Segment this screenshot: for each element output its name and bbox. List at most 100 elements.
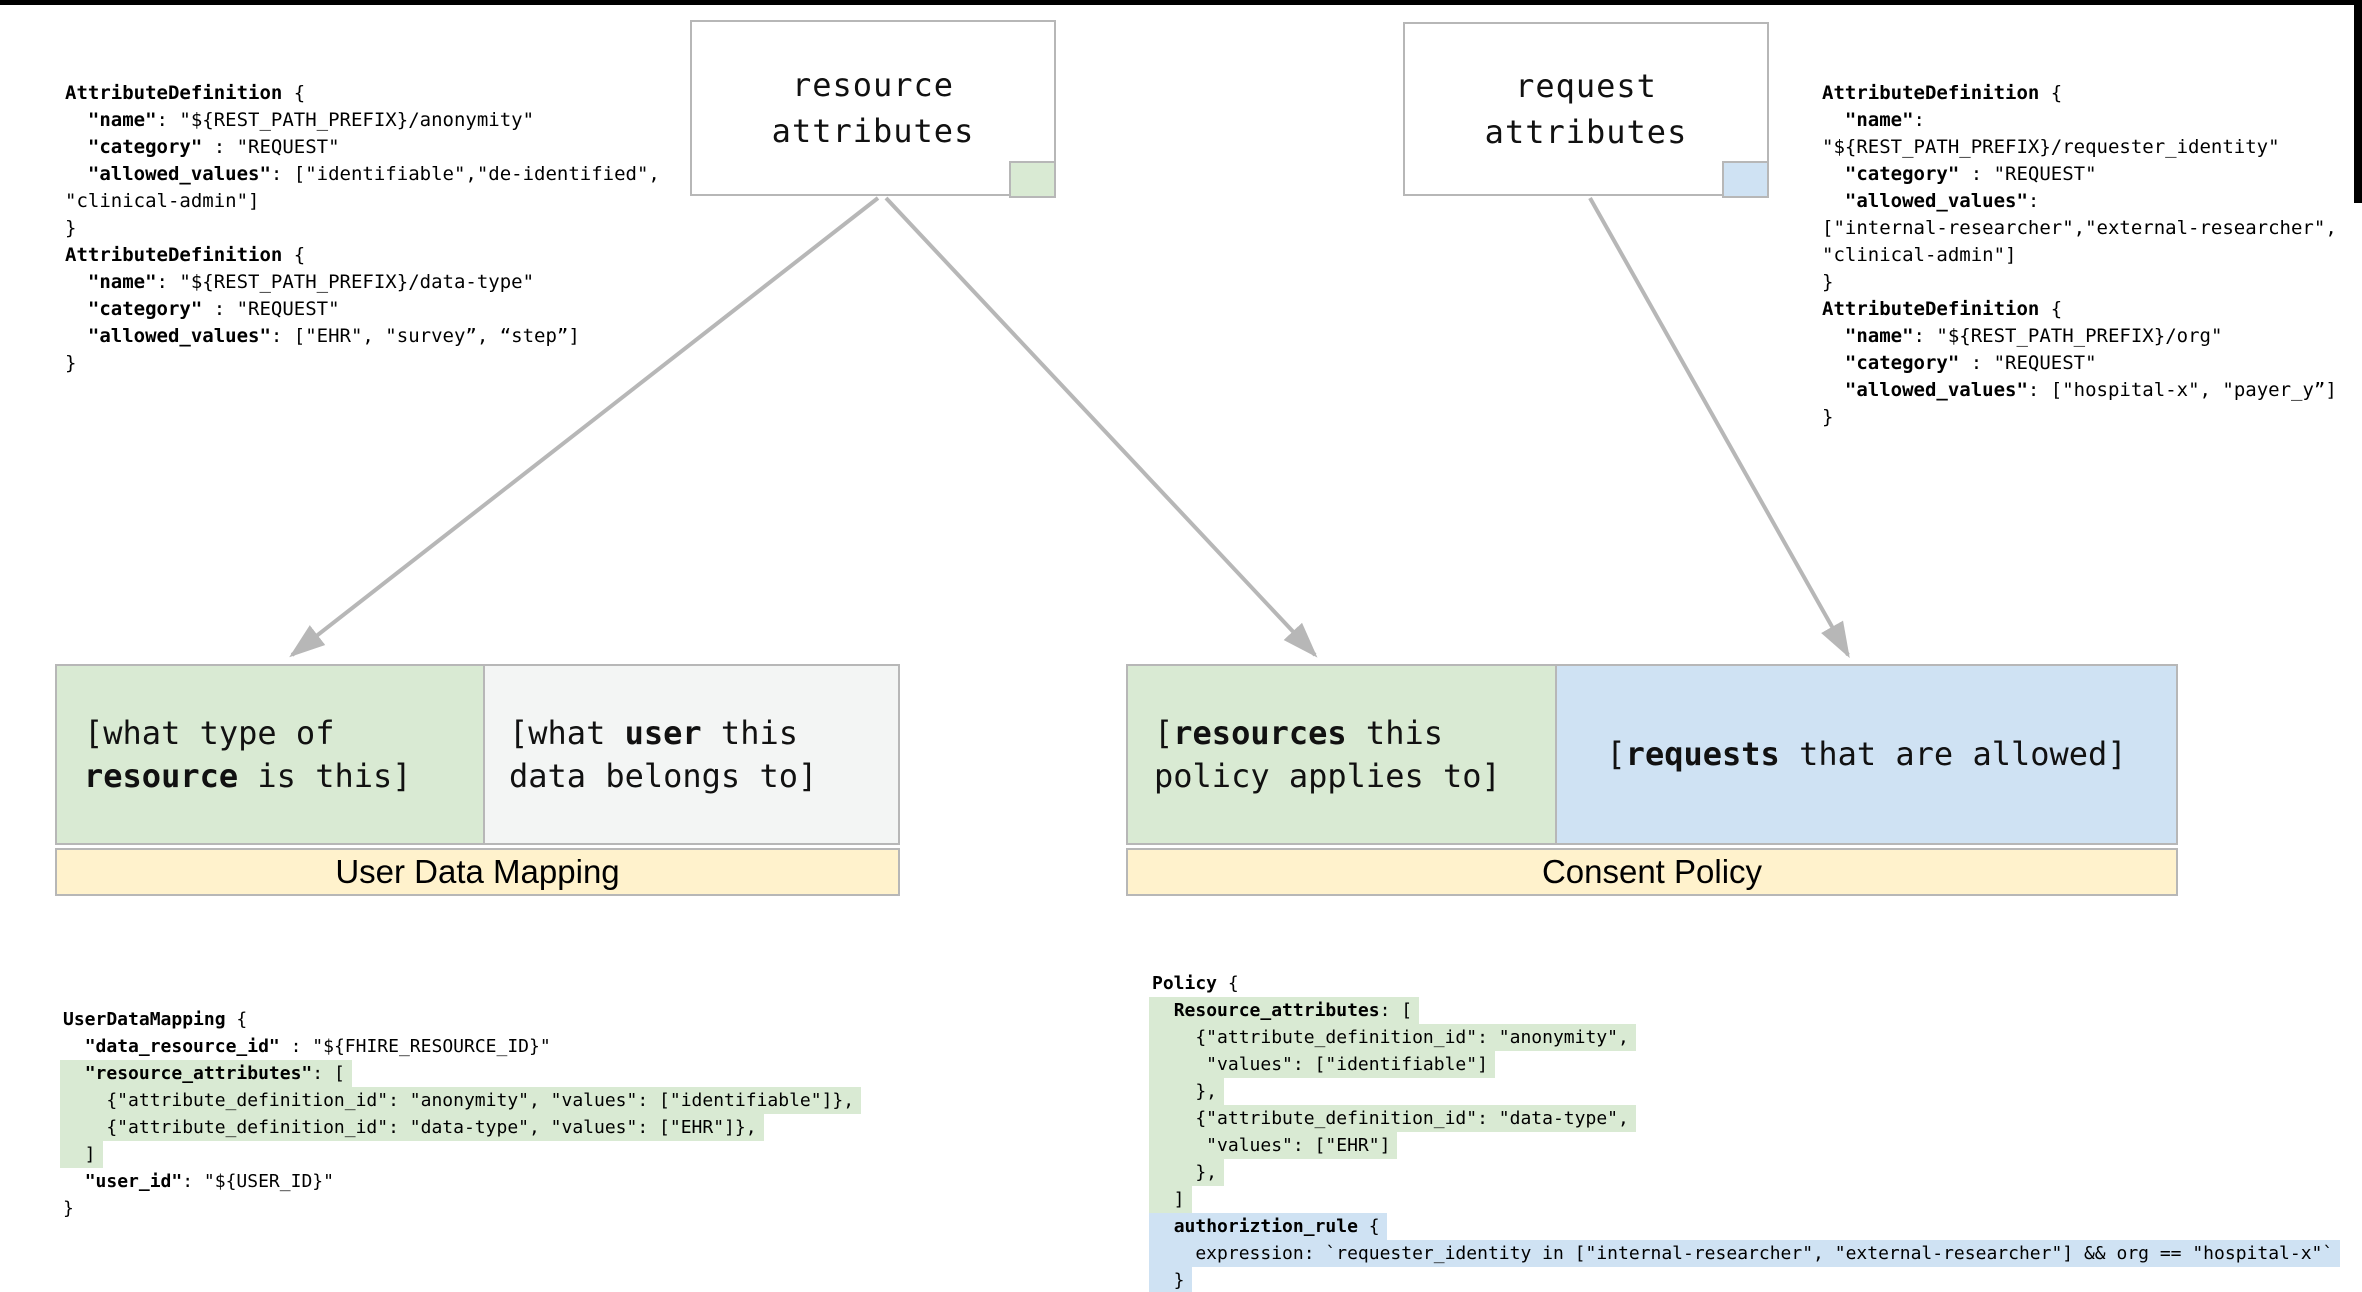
text-run: : ["identifiable","de-identified", (270, 163, 660, 185)
bold-text-run: "name" (1844, 109, 1914, 131)
text-run: [what type of (84, 713, 335, 752)
cell-text: [what type of resource is this] (84, 712, 412, 798)
text-run: ["internal-researcher","external-researc… (1822, 217, 2337, 239)
code-line: "allowed_values": (1822, 188, 2344, 215)
bold-text-run: Resource_attributes (1173, 1000, 1380, 1021)
code-line-text: "category" : "REQUEST" (1819, 350, 2104, 377)
code-line-text: ] (1149, 1186, 1192, 1213)
text-run (1822, 190, 1845, 212)
text-run: {"attribute_definition_id": "data-type", (1152, 1108, 1629, 1129)
bold-text-run: Policy (1152, 973, 1218, 994)
consent-policy-label-band: Consent Policy (1126, 848, 2178, 896)
code-line-text: "name": "${REST_PATH_PREFIX}/data-type" (62, 269, 541, 296)
request-attributes-box: request attributes (1403, 22, 1769, 198)
code-line: "${REST_PATH_PREFIX}/requester_identity" (1822, 134, 2344, 161)
user-data-mapping-label: User Data Mapping (335, 853, 620, 890)
text-run (1822, 109, 1845, 131)
code-line: {"attribute_definition_id": "data-type", (1149, 1105, 2340, 1132)
text-run: { (225, 1009, 248, 1030)
text-run: }, (1152, 1162, 1218, 1183)
code-line-text: "category" : "REQUEST" (1819, 161, 2104, 188)
text-run: { (282, 244, 306, 266)
code-line: } (1822, 404, 2344, 431)
text-run: : [ (1379, 1000, 1413, 1021)
cell-policy-resources: [resources this policy applies to] (1128, 666, 1555, 843)
bold-text-run: "category" (87, 298, 203, 320)
code-line: Resource_attributes: [ (1149, 997, 2340, 1024)
text-run: : (2027, 190, 2040, 212)
code-line: expression: `requester_identity in ["int… (1149, 1240, 2341, 1267)
code-line-text: }, (1149, 1159, 1225, 1186)
bold-text-run: resources (1173, 713, 1347, 752)
attribute-definition-code-right: AttributeDefinition { "name":"${REST_PAT… (1822, 80, 2344, 431)
text-run: { (1217, 973, 1239, 994)
text-run: : "${USER_ID}" (182, 1171, 334, 1192)
bold-text-run: user (624, 713, 702, 752)
code-line-text: {"attribute_definition_id": "anonymity",… (60, 1087, 862, 1114)
request-attributes-title: request attributes (1484, 67, 1688, 151)
bold-text-run: "category" (1844, 163, 1960, 185)
bold-text-run: "name" (87, 271, 157, 293)
bold-text-run: AttributeDefinition (1822, 298, 2040, 320)
code-line-text: {"attribute_definition_id": "data-type",… (60, 1114, 764, 1141)
code-line-text: ["internal-researcher","external-researc… (1819, 215, 2344, 242)
text-run: } (1822, 406, 1834, 428)
bold-text-run: UserDataMapping (63, 1009, 226, 1030)
resource-attributes-title: resource attributes (771, 66, 975, 150)
arrow-request-to-consent-policy (1588, 197, 1850, 659)
user-data-mapping-group: [what type of resource is this] [what us… (55, 664, 900, 896)
resource-attributes-box: resource attributes (690, 20, 1056, 198)
code-line: "category" : "REQUEST" (65, 296, 667, 323)
code-line-text: {"attribute_definition_id": "data-type", (1149, 1105, 1636, 1132)
code-line: {"attribute_definition_id": "data-type",… (60, 1114, 861, 1141)
text-run: : "${REST_PATH_PREFIX}/anonymity" (156, 109, 535, 131)
bold-text-run: "name" (1844, 325, 1914, 347)
bold-text-run: "allowed_values" (1844, 190, 2028, 212)
code-line-text: UserDataMapping { (60, 1006, 254, 1033)
code-line-text: } (62, 215, 83, 242)
text-run (63, 1036, 85, 1057)
code-line: "category" : "REQUEST" (1822, 350, 2344, 377)
text-run (65, 109, 88, 131)
text-run: : (1913, 109, 1925, 131)
code-line: "allowed_values": ["EHR", "survey”, “ste… (65, 323, 667, 350)
code-line: "name": (1822, 107, 2344, 134)
text-run: : "REQUEST" (202, 136, 340, 158)
code-line-text: } (1149, 1267, 1192, 1292)
code-line-text: {"attribute_definition_id": "anonymity", (1149, 1024, 1636, 1051)
user-data-mapping-cells: [what type of resource is this] [what us… (55, 664, 900, 845)
code-line-text: "name": "${REST_PATH_PREFIX}/anonymity" (62, 107, 541, 134)
code-line-text: } (1819, 269, 1840, 296)
text-run: } (65, 217, 77, 239)
text-run: [ (1606, 735, 1626, 773)
code-line-text: ] (60, 1141, 103, 1168)
text-run: } (65, 352, 77, 374)
bold-text-run: AttributeDefinition (65, 82, 283, 104)
code-line-text: "clinical-admin"] (62, 188, 266, 215)
bold-text-run: requests (1625, 735, 1780, 773)
code-line: "user_id": "${USER_ID}" (63, 1168, 861, 1195)
code-line: Policy { (1152, 970, 2340, 997)
text-run: {"attribute_definition_id": "anonymity", (1152, 1027, 1629, 1048)
code-line: "category" : "REQUEST" (1822, 161, 2344, 188)
top-border-line (0, 0, 2362, 5)
code-line-text: "data_resource_id" : "${FHIRE_RESOURCE_I… (60, 1033, 558, 1060)
text-run: { (1357, 1216, 1380, 1237)
code-line: "values": ["identifiable"] (1149, 1051, 2340, 1078)
code-line: ] (1149, 1186, 2340, 1213)
code-line: UserDataMapping { (63, 1006, 861, 1033)
consent-policy-group: [resources this policy applies to] [requ… (1126, 664, 2178, 896)
text-run: ] (63, 1144, 96, 1165)
text-run: { (2039, 298, 2063, 320)
code-line-text: "${REST_PATH_PREFIX}/requester_identity" (1819, 134, 2287, 161)
text-run: } (1822, 271, 1834, 293)
code-line: AttributeDefinition { (65, 80, 667, 107)
text-run (1822, 325, 1845, 347)
bold-text-run: "allowed_values" (87, 325, 271, 347)
text-run (1822, 352, 1845, 374)
text-run: is this] (238, 756, 412, 795)
text-run: : "REQUEST" (1959, 163, 2097, 185)
code-line-text: "allowed_values": ["identifiable","de-id… (62, 161, 667, 188)
code-line: "allowed_values": ["hospital-x", "payer_… (1822, 377, 2344, 404)
